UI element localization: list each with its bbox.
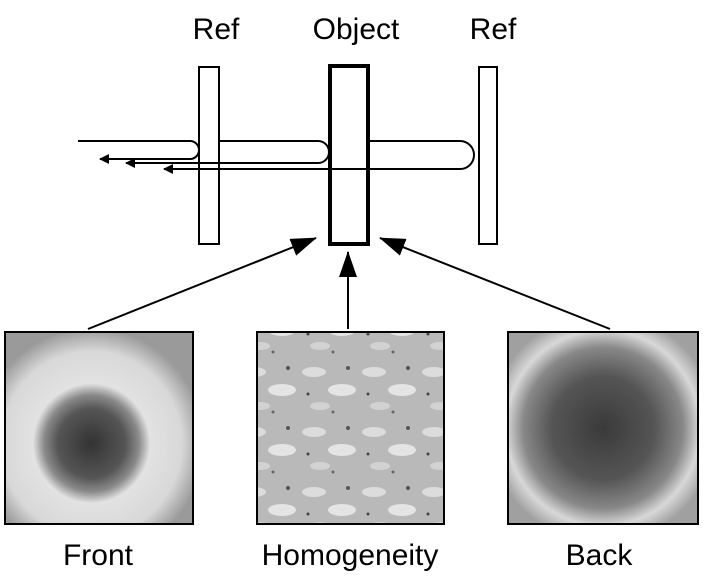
beam-paths bbox=[78, 140, 475, 174]
label-back: Back bbox=[566, 539, 634, 572]
arrow-back-to-object bbox=[379, 237, 611, 330]
label-front: Front bbox=[63, 539, 134, 572]
reference-plate-right bbox=[478, 66, 498, 245]
beam-reflection-front bbox=[78, 140, 200, 164]
reference-plate-left bbox=[198, 66, 220, 245]
label-ref-left: Ref bbox=[193, 13, 240, 46]
object-plate bbox=[328, 64, 370, 246]
arrow-front-to-object bbox=[87, 237, 317, 330]
beam-reflection-object bbox=[125, 140, 330, 168]
image-arrows bbox=[87, 237, 611, 330]
image-front bbox=[4, 331, 194, 525]
beam-reflection-back bbox=[163, 140, 475, 174]
label-object: Object bbox=[313, 13, 400, 46]
image-back bbox=[507, 331, 699, 525]
label-homogeneity: Homogeneity bbox=[262, 539, 439, 572]
image-homogeneity bbox=[256, 331, 445, 525]
label-ref-right: Ref bbox=[470, 13, 517, 46]
